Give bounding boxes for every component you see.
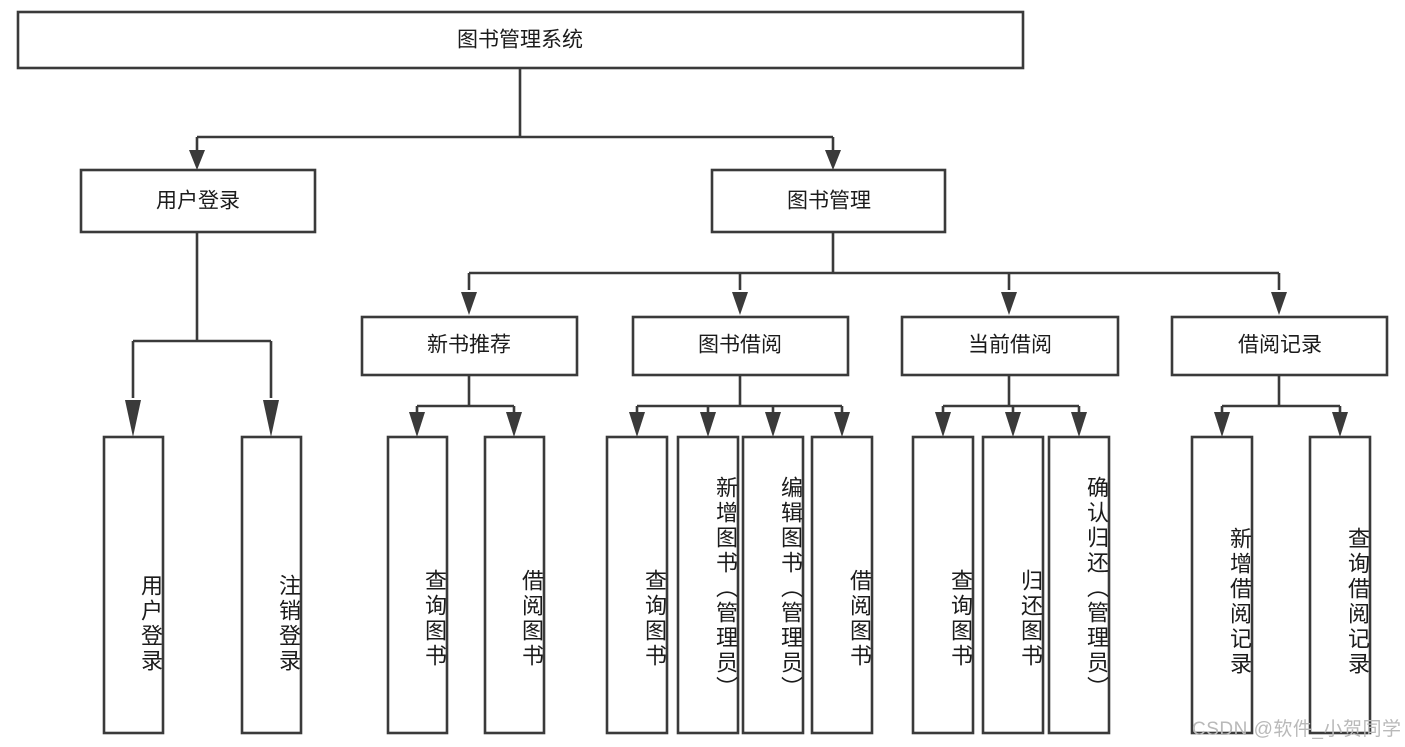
leaf-node-bookborrow-borrow[interactable]: [810, 435, 874, 735]
node-box-rect: [240, 435, 303, 735]
connector-userlogin-to-leaves: [125, 232, 279, 437]
arrow-head-icon: [732, 292, 748, 315]
arrow-head-icon: [461, 292, 477, 315]
leaf-node-bookborrow-edit[interactable]: [741, 435, 805, 735]
arrow-head-icon: [825, 150, 841, 170]
node-box-rect: [1047, 435, 1111, 735]
node-box-rect: [710, 168, 947, 234]
watermark-text: CSDN @软件_小贺同学: [1192, 719, 1402, 740]
node-box-rect: [605, 435, 669, 735]
node-label: 用户登录: [156, 190, 240, 213]
node-book-borrow[interactable]: 图书借阅: [631, 315, 850, 377]
node-box-rect: [79, 168, 317, 234]
arrow-head-icon: [1005, 412, 1021, 437]
arrow-head-icon: [765, 412, 781, 437]
node-box-rect: [810, 435, 874, 735]
arrow-head-icon: [409, 412, 425, 437]
node-box-rect: [631, 315, 850, 377]
leaf-node-newbook-query[interactable]: [386, 435, 449, 735]
node-box-rect: [1170, 315, 1389, 377]
arrow-head-icon: [1001, 292, 1017, 315]
node-new-book-recommend[interactable]: 新书推荐: [360, 315, 579, 377]
arrow-head-icon: [700, 412, 716, 437]
arrow-head-icon: [935, 412, 951, 437]
node-user-login[interactable]: 用户登录: [79, 168, 317, 234]
arrow-head-icon: [1214, 412, 1230, 437]
node-book-management[interactable]: 图书管理: [710, 168, 947, 234]
connector-newbook-to-leaves: [409, 375, 522, 437]
node-label: 新书推荐: [427, 334, 511, 357]
node-label: 当前借阅: [968, 334, 1052, 357]
node-box-rect: [16, 10, 1025, 70]
node-box-rect: [483, 435, 546, 735]
node-box-rect: [676, 435, 740, 735]
arrow-head-icon: [125, 400, 141, 437]
leaf-node-bookborrow-add[interactable]: [676, 435, 740, 735]
node-label: 借阅记录: [1238, 334, 1322, 357]
arrow-head-icon: [1071, 412, 1087, 437]
arrow-head-icon: [629, 412, 645, 437]
node-box-rect: [1308, 435, 1372, 735]
node-box-rect: [741, 435, 805, 735]
node-borrow-record[interactable]: 借阅记录: [1170, 315, 1389, 377]
connector-bookborrow-to-leaves: [629, 375, 850, 437]
node-box-rect: [102, 435, 165, 735]
leaf-node-borrowrecord-add[interactable]: [1190, 435, 1254, 735]
leaf-node-borrowrecord-query[interactable]: [1308, 435, 1372, 735]
node-label: 图书管理: [787, 190, 871, 213]
arrow-head-icon: [834, 412, 850, 437]
node-book-management-system[interactable]: 图书管理系统: [16, 10, 1025, 70]
leaf-node-currentborrow-return[interactable]: [981, 435, 1045, 735]
node-box-rect: [911, 435, 975, 735]
node-label: 图书管理系统: [457, 29, 583, 52]
node-current-borrow[interactable]: 当前借阅: [900, 315, 1120, 377]
node-box-rect: [900, 315, 1120, 377]
connector-root-to-level2: [189, 68, 841, 170]
connector-bookmgmt-to-level3: [461, 232, 1287, 315]
leaf-node-currentborrow-query[interactable]: [911, 435, 975, 735]
node-box-rect: [981, 435, 1045, 735]
leaf-node-user-login-logout[interactable]: [240, 435, 303, 735]
leaf-node-user-login-login[interactable]: [102, 435, 165, 735]
node-label: 图书借阅: [698, 334, 782, 357]
node-box-rect: [386, 435, 449, 735]
node-box-rect: [360, 315, 579, 377]
arrow-head-icon: [506, 412, 522, 437]
arrow-head-icon: [189, 150, 205, 170]
node-box-rect: [1190, 435, 1254, 735]
leaf-node-bookborrow-query[interactable]: [605, 435, 669, 735]
leaf-node-currentborrow-confirm[interactable]: [1047, 435, 1111, 735]
connector-currentborrow-to-leaves: [935, 375, 1087, 437]
arrow-head-icon: [263, 400, 279, 437]
leaf-node-newbook-borrow[interactable]: [483, 435, 546, 735]
arrow-head-icon: [1271, 292, 1287, 315]
arrow-head-icon: [1332, 412, 1348, 437]
connector-borrowrecord-to-leaves: [1214, 375, 1348, 437]
